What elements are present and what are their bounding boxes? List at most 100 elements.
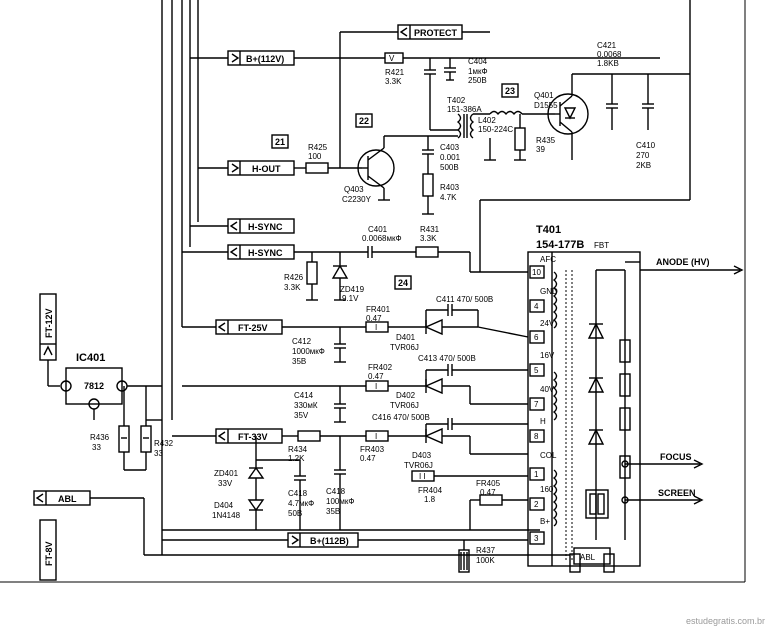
svg-text:3.3K: 3.3K <box>385 77 402 86</box>
c414-capacitor: C414 330мК 35V <box>294 386 346 423</box>
q403-transistor: Q403 C2230Y <box>342 135 458 204</box>
svg-text:9.1V: 9.1V <box>342 294 359 303</box>
svg-text:500B: 500B <box>440 163 459 172</box>
svg-text:0.0068: 0.0068 <box>597 50 622 59</box>
d401-diode: D401 TVR06J C411 470/ 500B <box>390 295 529 352</box>
b112b-label: B+(112B) <box>310 536 349 546</box>
ft12v-label: FT-12V <box>44 308 54 338</box>
hout-label: H-OUT <box>252 164 281 174</box>
svg-text:35B: 35B <box>326 507 340 516</box>
node-24: 24 <box>394 275 412 290</box>
zd419-zener: ZD419 9.1V <box>331 252 365 303</box>
svg-text:COL: COL <box>540 451 557 460</box>
c404-capacitor: C404 1мкФ 250B <box>424 57 488 130</box>
svg-text:C412: C412 <box>292 337 312 346</box>
svg-text:1мкФ: 1мкФ <box>468 67 488 76</box>
svg-text:4.7K: 4.7K <box>440 193 457 202</box>
svg-text:3: 3 <box>534 534 539 543</box>
svg-text:B+: B+ <box>540 517 550 526</box>
ft8v-connector: FT-8V <box>39 519 57 581</box>
hout-connector: H-OUT <box>198 160 306 176</box>
svg-text:0.001: 0.001 <box>440 153 461 162</box>
svg-text:3.3K: 3.3K <box>420 234 437 243</box>
svg-text:Q401: Q401 <box>534 91 554 100</box>
svg-text:TVR06J: TVR06J <box>404 461 433 470</box>
svg-text:39: 39 <box>536 145 545 154</box>
svg-text:H: H <box>540 417 546 426</box>
svg-text:0.47: 0.47 <box>480 488 496 497</box>
screen-output: SCREEN <box>625 488 704 505</box>
ft25v-connector: FT-25V <box>182 319 366 335</box>
svg-text:FR403: FR403 <box>360 445 385 454</box>
svg-text:2: 2 <box>534 500 539 509</box>
svg-text:6: 6 <box>534 333 539 342</box>
svg-text:R421: R421 <box>385 68 405 77</box>
t401-pin-7: 7H <box>529 397 546 426</box>
t401-pin-10: 10 AFC <box>529 255 556 279</box>
svg-text:33: 33 <box>154 449 163 458</box>
c413-label: C413 470/ 500B <box>418 354 476 363</box>
svg-text:1: 1 <box>534 470 539 479</box>
ft25v-label: FT-25V <box>238 323 268 333</box>
c418b-capacitor: C418 100мкФ 35B <box>326 436 354 530</box>
svg-text:22: 22 <box>359 116 369 126</box>
svg-text:C410: C410 <box>636 141 656 150</box>
svg-text:FR401: FR401 <box>366 305 391 314</box>
svg-text:100: 100 <box>308 152 322 161</box>
node-21: 21 <box>271 134 289 149</box>
svg-text:35B: 35B <box>292 357 306 366</box>
b112v-connector: B+(112V) <box>190 50 385 66</box>
svg-text:D403: D403 <box>412 451 432 460</box>
svg-text:2KB: 2KB <box>636 161 651 170</box>
svg-text:40V: 40V <box>540 385 555 394</box>
r437-resistor: R437 100K <box>458 540 496 573</box>
svg-text:TVR06J: TVR06J <box>390 343 419 352</box>
r434-resistor: R434 1.2K <box>288 445 308 463</box>
svg-text:D1555: D1555 <box>534 101 558 110</box>
svg-text:10: 10 <box>532 268 541 277</box>
svg-text:1.8KB: 1.8KB <box>597 59 619 68</box>
svg-text:330мК: 330мК <box>294 401 318 410</box>
svg-text:ZD419: ZD419 <box>340 285 365 294</box>
svg-text:D404: D404 <box>214 501 234 510</box>
c403-capacitor: C403 0.001 500B <box>422 136 461 174</box>
svg-text:1.2K: 1.2K <box>288 454 305 463</box>
svg-text:C421: C421 <box>597 41 617 50</box>
b112b-connector: B+(112B) <box>162 532 528 548</box>
svg-text:23: 23 <box>505 86 515 96</box>
fr405-resistor: FR405 0.47 <box>469 479 528 530</box>
svg-text:R437: R437 <box>476 546 496 555</box>
r426-resistor: R426 3.3K <box>284 252 318 301</box>
svg-text:0.47: 0.47 <box>360 454 376 463</box>
d404-diode: D404 1N4148 <box>212 499 265 530</box>
svg-text:C404: C404 <box>468 57 488 66</box>
svg-text:0.47: 0.47 <box>368 372 384 381</box>
svg-text:R436: R436 <box>90 433 110 442</box>
protect-label: PROTECT <box>414 28 458 38</box>
svg-text:33: 33 <box>92 443 101 452</box>
svg-text:R403: R403 <box>440 183 460 192</box>
watermark-text: estudegratis.com.br <box>686 616 765 626</box>
svg-text:ZD401: ZD401 <box>214 469 239 478</box>
hsync2-connector: H-SYNC <box>182 244 368 260</box>
svg-text:I I: I I <box>419 472 426 481</box>
svg-text:Q403: Q403 <box>344 185 364 194</box>
zd401-zener: ZD401 33V <box>214 436 265 500</box>
svg-text:FR405: FR405 <box>476 479 501 488</box>
t401-title: T401 <box>536 224 561 236</box>
svg-text:AFC: AFC <box>540 255 556 264</box>
svg-text:24V: 24V <box>540 319 555 328</box>
r431-resistor: R431 3.3K <box>415 225 528 273</box>
svg-text:35V: 35V <box>294 411 309 420</box>
fr403-resistor: I FR403 0.47 <box>360 430 426 463</box>
svg-text:150-224C: 150-224C <box>478 125 513 134</box>
abl-connector: ABL <box>33 490 570 556</box>
t401-pin-2: 2B+ <box>529 497 550 526</box>
node-22: 22 <box>355 113 373 128</box>
fr401-resistor: FR401 0.47 I <box>365 305 426 333</box>
